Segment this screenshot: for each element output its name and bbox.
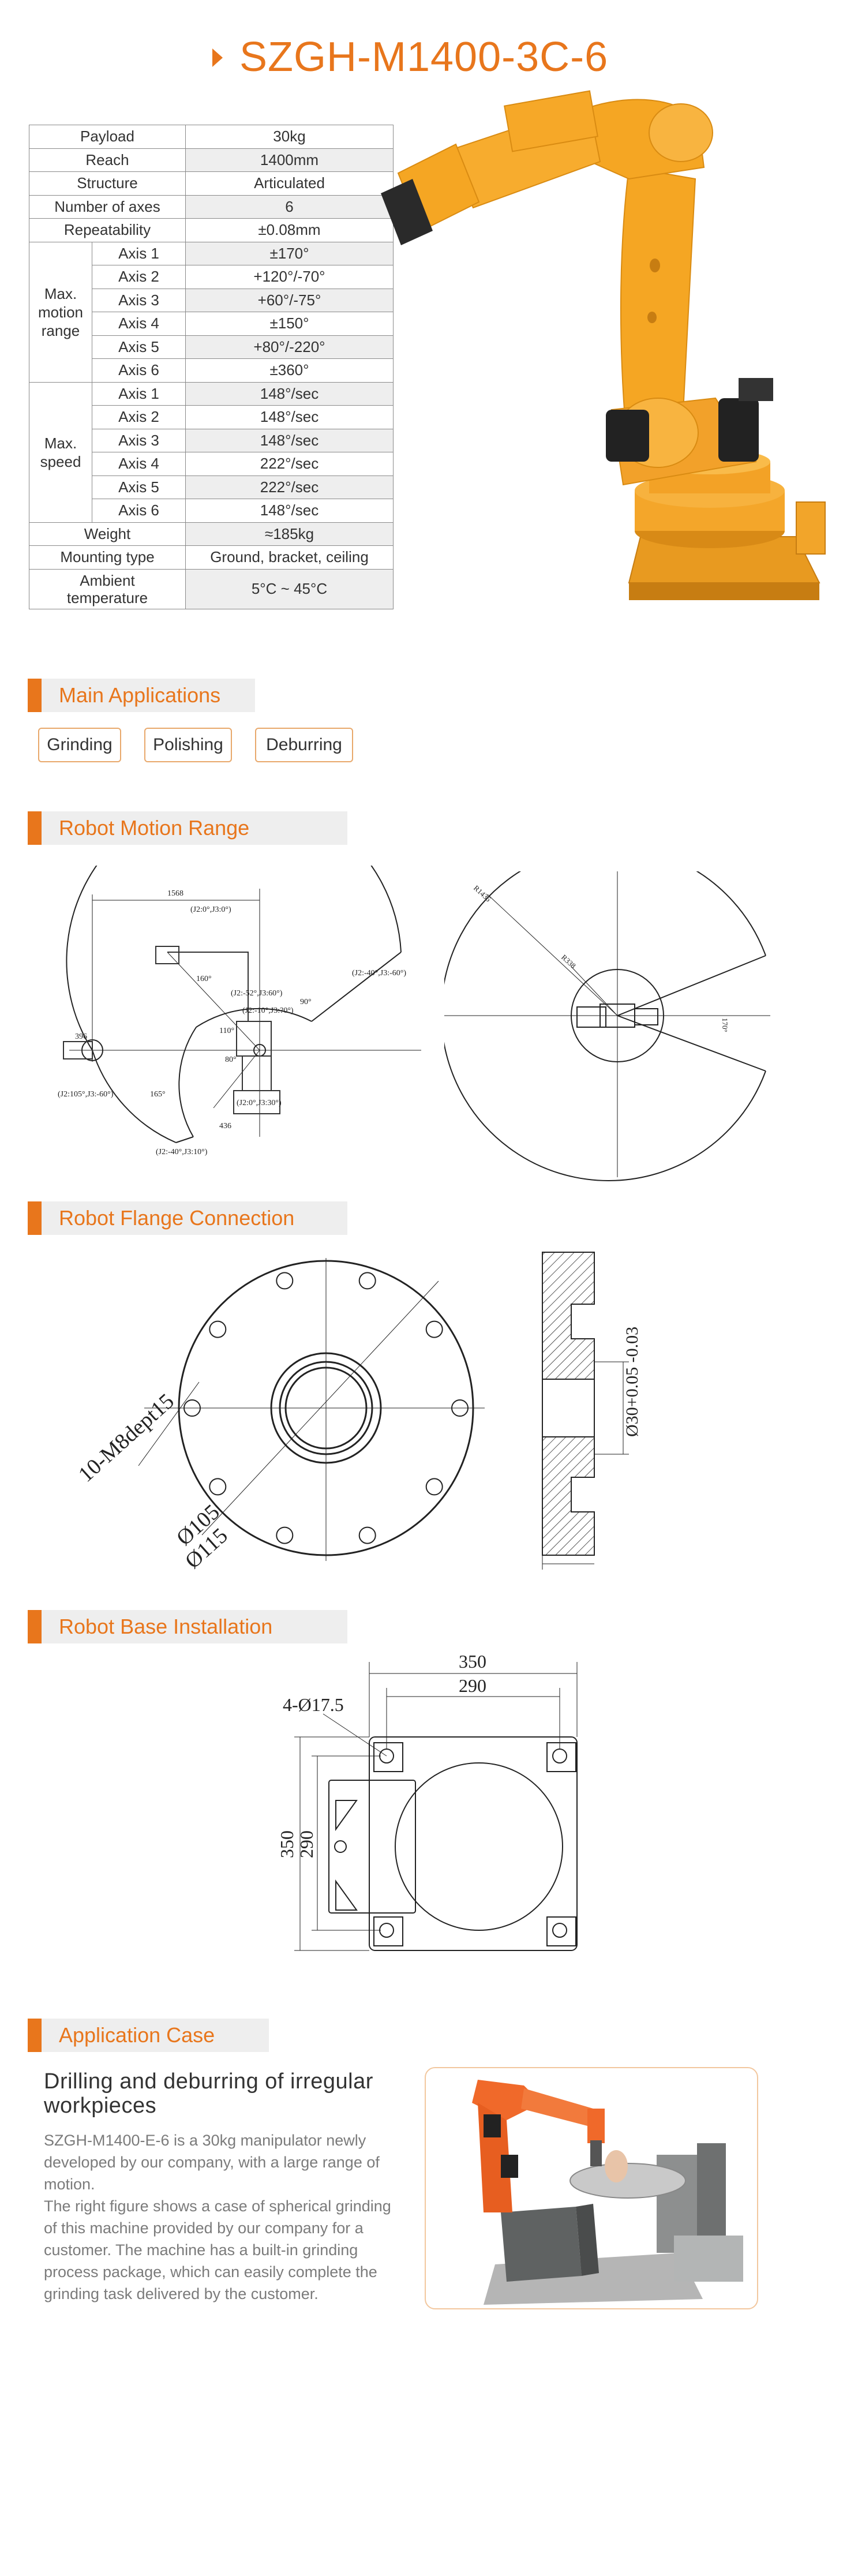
svg-text:(J2:105°,J3:-60°): (J2:105°,J3:-60°) [58,1090,114,1099]
tag-deburring: Deburring [255,728,353,762]
table-row: Axis 4 ±150° [29,312,394,336]
base-installation-drawing: 350 290 350 290 4-Ø17.5 [276,1651,578,1951]
bolt-hole [276,1272,294,1290]
table-row: Weight ≈185kg [29,522,394,546]
motion-range-side-drawing: 1568 396 436 160° 90° 110° 165° 80° (J2:… [58,866,421,1156]
flange-front-drawing: 10-M8dept15 Ø105 Ø115 [74,1258,485,1570]
spec-table: Payload 30kg Reach 1400mm Structure Arti… [29,125,394,609]
table-row: Axis 4 222°/sec [29,452,394,476]
motion-range-label: Max. motion range [29,241,92,383]
svg-text:R1436: R1436 [472,883,493,904]
table-row: Repeatability ±0.08mm [29,218,394,242]
bolt-hole [425,1478,443,1496]
case-paragraph-2: The right figure shows a case of spheric… [44,2197,391,2302]
case-paragraph-1: SZGH-M1400-E-6 is a 30kg manipulator new… [44,2132,380,2193]
tag-grinding: Grinding [38,728,121,762]
svg-text:(J2:-40°,J3:-60°): (J2:-40°,J3:-60°) [352,969,406,978]
grinding-robot-image [472,2080,743,2305]
svg-text:R338: R338 [560,953,578,970]
table-row: Axis 6 148°/sec [29,499,394,523]
table-row: Axis 3 +60°/-75° [29,288,394,312]
svg-text:290: 290 [296,1830,317,1858]
svg-text:(J2:-10°,J3:?0°): (J2:-10°,J3:?0°) [242,1006,294,1015]
robot-arm-image [381,90,826,600]
svg-text:290: 290 [459,1675,486,1696]
svg-text:(J2:0°,J3:0°): (J2:0°,J3:0°) [190,905,231,914]
svg-text:Ø30+0.05 -0.03: Ø30+0.05 -0.03 [623,1327,642,1437]
table-row: Ambient temperature 5°C ~ 45°C [29,568,394,609]
bolt-hole [209,1320,227,1338]
svg-text:1568: 1568 [167,889,183,898]
tag-polishing: Polishing [144,728,232,762]
svg-text:160°: 160° [196,975,212,983]
table-row: Axis 6 ±360° [29,358,394,383]
svg-text:22: 22 [557,1567,574,1570]
table-row: Max. speed Axis 1 148°/sec [29,381,394,523]
svg-text:(J2:-40°,J3:10°): (J2:-40°,J3:10°) [156,1148,208,1156]
svg-text:110°: 110° [219,1027,234,1035]
svg-text:10-M8dept15: 10-M8dept15 [74,1389,179,1487]
svg-text:350: 350 [459,1651,486,1672]
table-row: Axis 5 222°/sec [29,475,394,499]
table-row: Reach 1400mm [29,148,394,172]
bolt-hole [209,1478,227,1496]
svg-text:350: 350 [276,1830,297,1858]
page-title: SZGH-M1400-3C-6 [239,34,609,80]
svg-text:170°: 170° [721,1018,729,1032]
max-speed-label: Max. speed [29,381,92,523]
bolt-hole [358,1272,376,1290]
svg-text:80°: 80° [225,1055,237,1064]
table-row: Mounting type Ground, bracket, ceiling [29,545,394,570]
svg-text:4-Ø17.5: 4-Ø17.5 [283,1694,344,1715]
case-photo [425,2067,758,2309]
table-row: Number of axes 6 [29,194,394,219]
title-bullet-icon [212,48,223,67]
table-row: Max. motion range Axis 1 ±170° [29,241,394,383]
svg-text:396: 396 [75,1032,87,1041]
table-row: Axis 5 +80°/-220° [29,335,394,359]
flange-side-drawing: Ø30+0.05 -0.03 22 [542,1252,642,1570]
svg-text:90°: 90° [300,998,312,1006]
svg-text:(J2:-52°,J3:60°): (J2:-52°,J3:60°) [231,989,283,998]
table-row: Structure Articulated [29,171,394,196]
bolt-hole [358,1526,376,1544]
case-heading: Drilling and deburring of irregular work… [44,2069,373,2118]
svg-text:165°: 165° [150,1090,166,1099]
bolt-hole [276,1526,294,1544]
svg-text:436: 436 [219,1122,231,1130]
bolt-hole [425,1320,443,1338]
table-row: Axis 2 +120°/-70° [29,265,394,289]
table-row: Payload 30kg [29,125,394,149]
motion-range-top-drawing: R1436 R338 170° [444,871,770,1181]
svg-text:(J2:0°,J3:30°): (J2:0°,J3:30°) [237,1099,282,1107]
